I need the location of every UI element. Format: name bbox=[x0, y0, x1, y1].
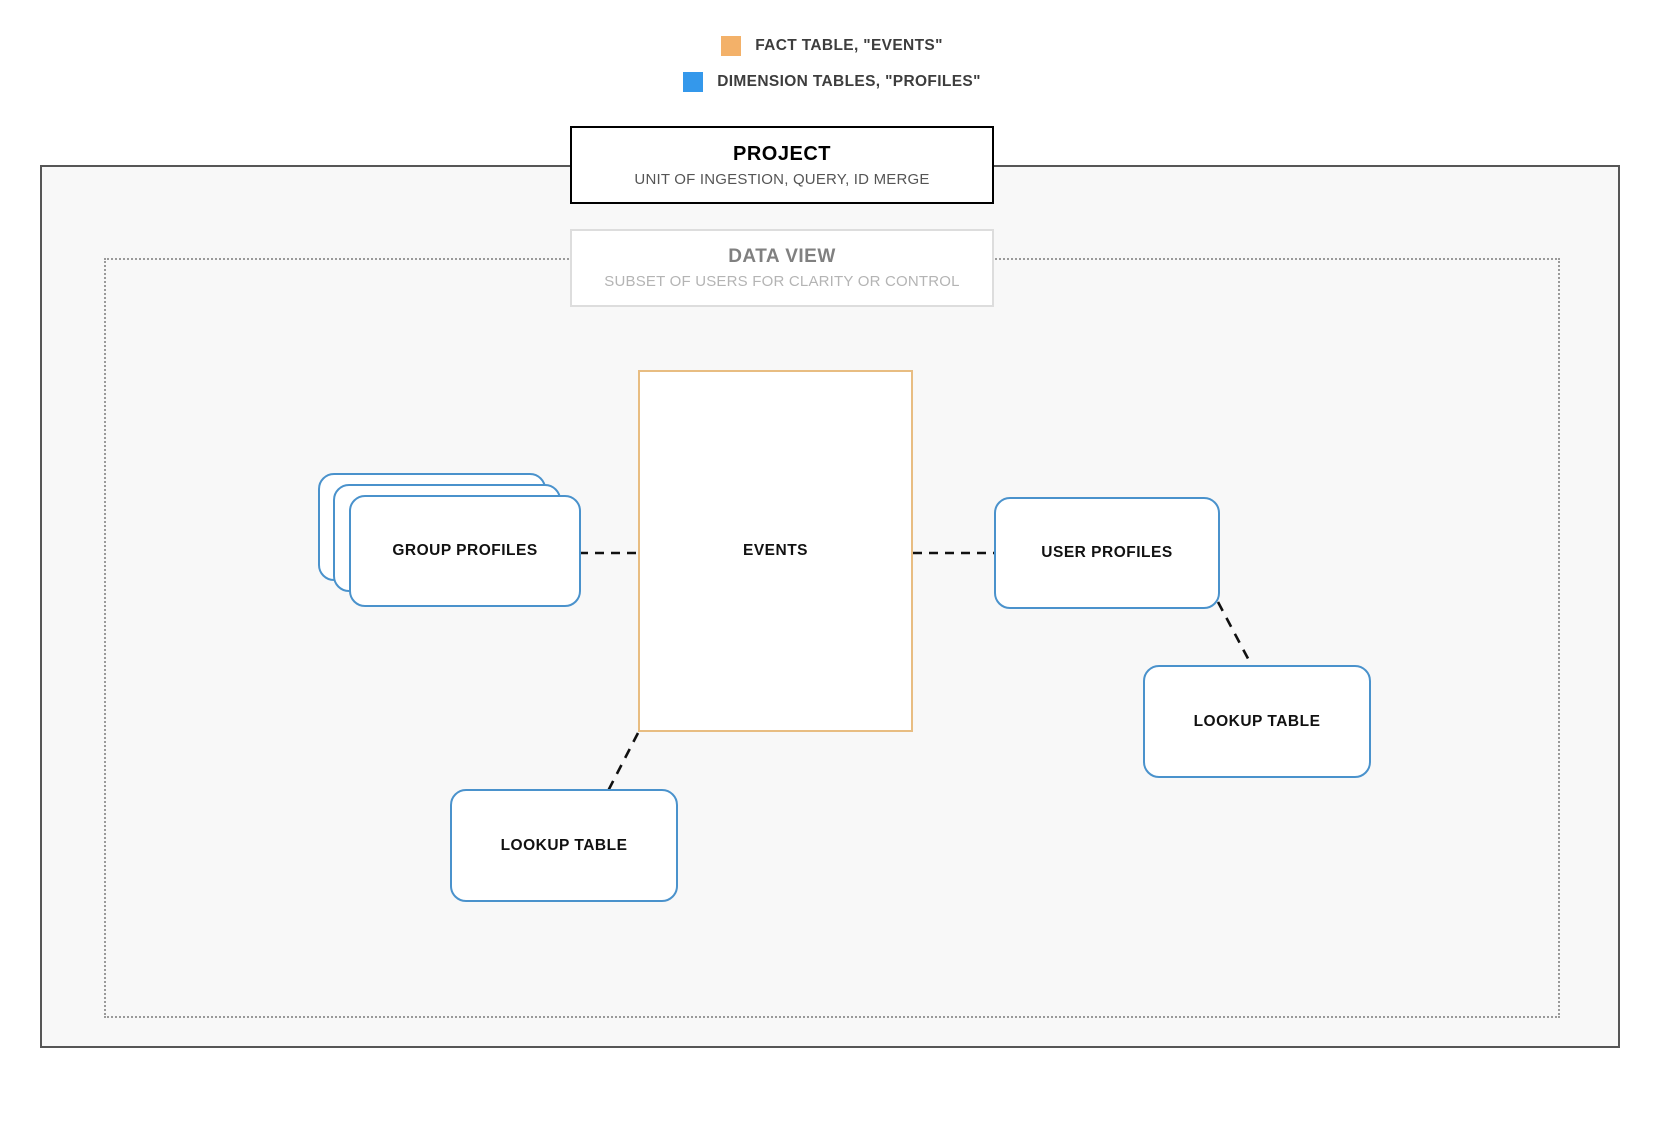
data-view-title: DATA VIEW bbox=[728, 246, 836, 268]
project-subtitle: UNIT OF INGESTION, QUERY, ID MERGE bbox=[634, 170, 930, 188]
project-card[interactable]: PROJECT UNIT OF INGESTION, QUERY, ID MER… bbox=[570, 126, 994, 204]
data-view-card[interactable]: DATA VIEW SUBSET OF USERS FOR CLARITY OR… bbox=[570, 229, 994, 307]
legend-label-fact-table: FACT TABLE, "EVENTS" bbox=[755, 37, 943, 54]
blue-square-swatch-icon bbox=[683, 72, 704, 92]
entity-group-profiles[interactable]: GROUP PROFILES bbox=[318, 473, 581, 613]
entity-user-profiles[interactable]: USER PROFILES bbox=[994, 497, 1220, 609]
entity-lookup-table-right[interactable]: LOOKUP TABLE bbox=[1143, 665, 1371, 778]
entity-user-profiles-label: USER PROFILES bbox=[1041, 544, 1173, 561]
entity-events[interactable]: EVENTS bbox=[638, 370, 913, 732]
entity-group-profiles-label: GROUP PROFILES bbox=[392, 542, 538, 559]
legend-label-dimension-tables: DIMENSION TABLES, "PROFILES" bbox=[717, 73, 981, 90]
entity-lookup-table-left-label: LOOKUP TABLE bbox=[500, 836, 628, 854]
entity-lookup-table-right-label: LOOKUP TABLE bbox=[1193, 712, 1321, 730]
orange-square-swatch-icon bbox=[721, 36, 742, 56]
legend: FACT TABLE, "EVENTS" DIMENSION TABLES, "… bbox=[0, 28, 1664, 100]
legend-item-fact-table: FACT TABLE, "EVENTS" bbox=[0, 28, 1664, 64]
group-profiles-stack-card-front[interactable]: GROUP PROFILES bbox=[349, 495, 581, 607]
project-title: PROJECT bbox=[733, 142, 831, 165]
legend-item-dimension-tables: DIMENSION TABLES, "PROFILES" bbox=[0, 64, 1664, 100]
entity-lookup-table-left[interactable]: LOOKUP TABLE bbox=[450, 789, 678, 902]
entity-events-label: EVENTS bbox=[742, 542, 808, 559]
data-view-subtitle: SUBSET OF USERS FOR CLARITY OR CONTROL bbox=[604, 272, 960, 290]
